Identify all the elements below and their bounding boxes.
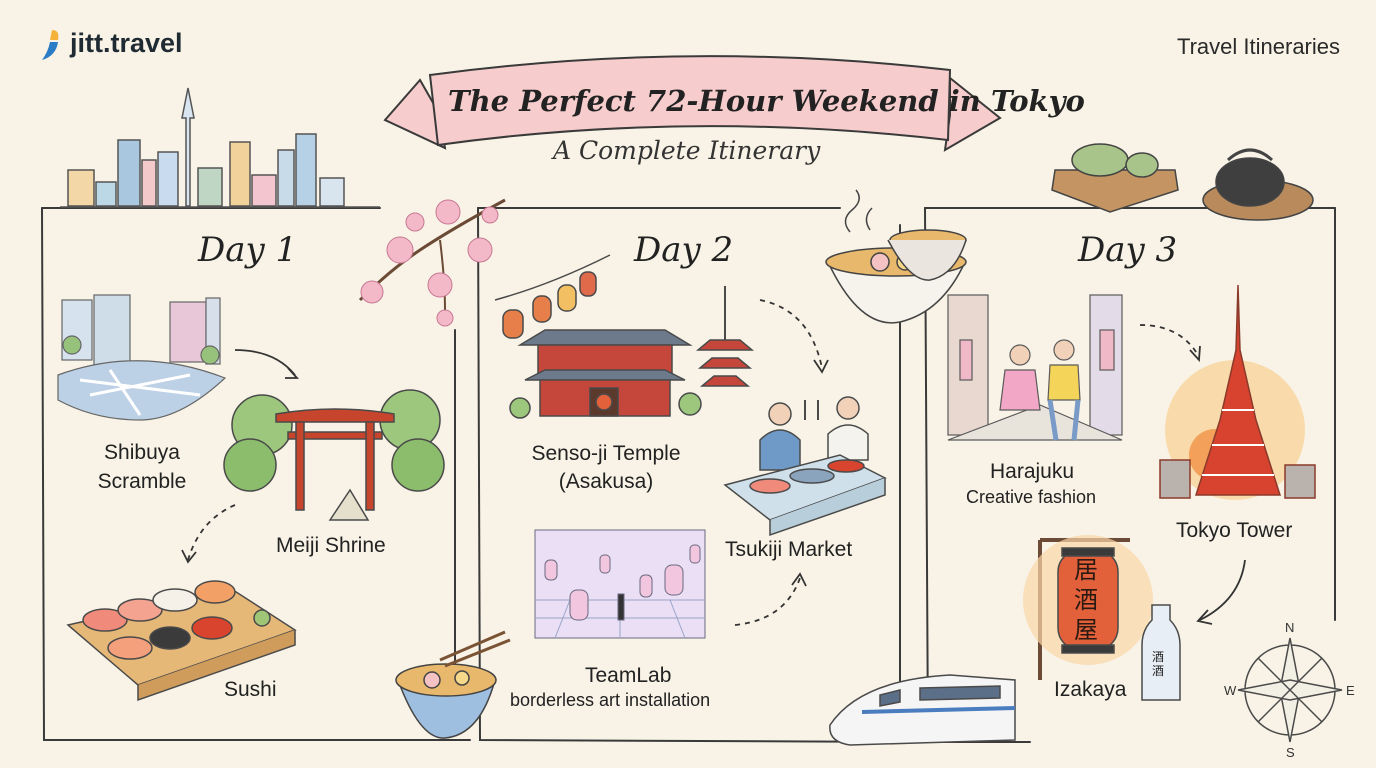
stop-teamlab: TeamLab xyxy=(585,664,672,687)
harajuku-illustration xyxy=(947,294,1123,441)
brand-logo-text[interactable]: jitt.travel xyxy=(70,28,183,58)
jitt-logo-icon xyxy=(42,30,59,60)
section-label[interactable]: Travel Itineraries xyxy=(1176,34,1340,59)
title-ribbon xyxy=(383,55,1002,152)
compass-north: N xyxy=(1285,620,1295,635)
day-1-label: Day 1 xyxy=(198,230,298,270)
izakaya-lantern-sign: 居酒屋 xyxy=(1074,556,1098,644)
route-arrows xyxy=(181,299,1246,626)
compass-west: W xyxy=(1224,683,1237,698)
stop-teamlab-note: borderless art installation xyxy=(510,690,711,710)
page-subtitle: A Complete Itinerary xyxy=(553,136,821,165)
teamlab-illustration xyxy=(534,529,706,639)
day-2-label: Day 2 xyxy=(634,230,734,270)
stop-tsukiji-market: Tsukiji Market xyxy=(725,538,853,561)
cherry-blossom-illustration xyxy=(358,198,506,327)
izakaya-illustration xyxy=(1023,535,1181,701)
sushi-illustration xyxy=(66,580,297,702)
ramen-bowl-bottom-illustration xyxy=(395,630,511,739)
shinkansen-illustration xyxy=(829,674,1016,746)
stop-izakaya: Izakaya xyxy=(1054,678,1127,701)
stop-tokyo-tower: Tokyo Tower xyxy=(1176,519,1293,542)
stop-harajuku-note: Creative fashion xyxy=(966,487,1097,507)
shibuya-crossing-illustration xyxy=(57,294,227,421)
tea-set-illustration xyxy=(1051,143,1314,221)
tsukiji-market-illustration xyxy=(723,396,887,537)
day-3-label: Day 3 xyxy=(1078,230,1178,270)
compass-rose-illustration xyxy=(1237,637,1343,743)
stop-senso-ji-temple: Senso-ji Temple (Asakusa) xyxy=(531,442,681,493)
stop-harajuku: Harajuku xyxy=(990,460,1075,483)
compass-east: E xyxy=(1346,683,1355,698)
meiji-shrine-illustration xyxy=(223,389,445,521)
tokyo-skyline-illustration xyxy=(60,87,380,208)
stop-shibuya-scramble: Shibuya Scramble xyxy=(97,441,187,493)
stop-meiji-shrine: Meiji Shrine xyxy=(276,534,386,557)
stop-sushi: Sushi xyxy=(224,678,277,701)
page-title: The Perfect 72-Hour Weekend in Tokyo xyxy=(448,84,1085,118)
ramen-bowl-illustration xyxy=(825,189,967,324)
sake-bottle-label: 酒酒 xyxy=(1152,650,1165,678)
senso-ji-temple-illustration xyxy=(494,254,755,419)
tokyo-tower-illustration xyxy=(1159,284,1316,500)
compass-south: S xyxy=(1286,745,1295,760)
